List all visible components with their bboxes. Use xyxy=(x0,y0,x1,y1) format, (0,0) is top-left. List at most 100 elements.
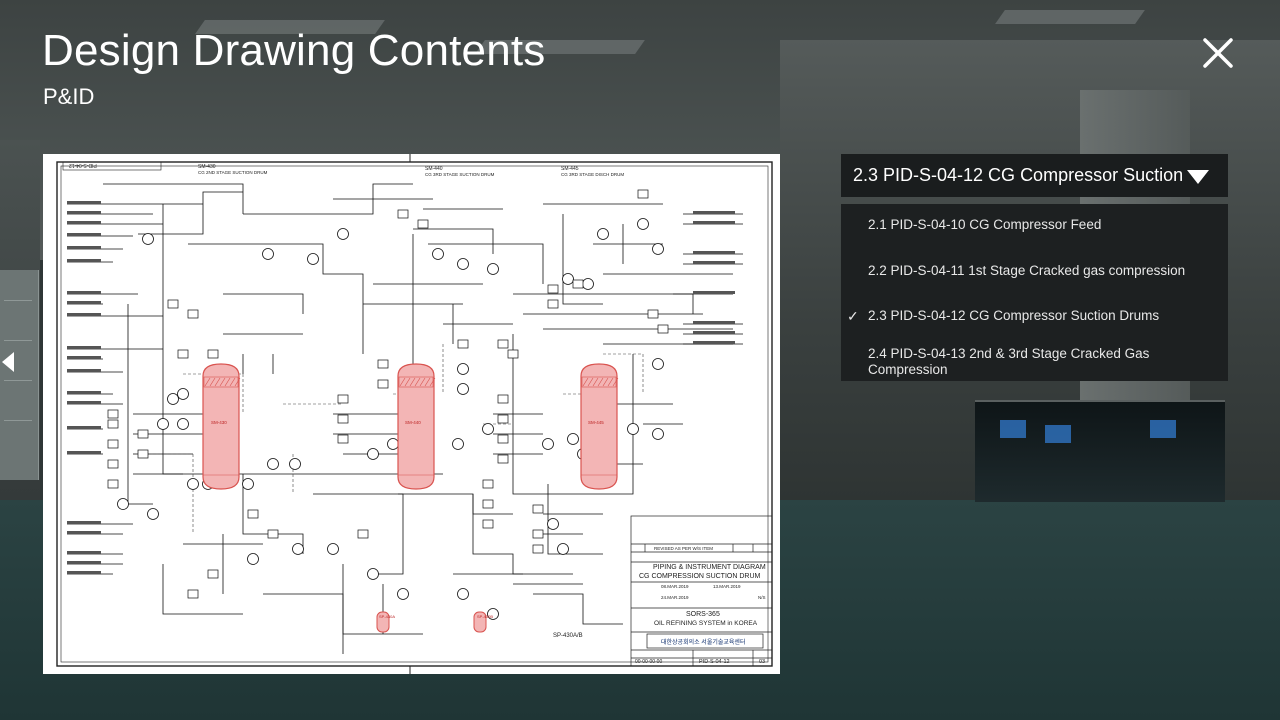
valve-box xyxy=(497,394,509,404)
monitor-glow xyxy=(1045,425,1071,443)
instrument-bubble xyxy=(267,458,279,470)
title-block-zeros: 00-00-00-00 xyxy=(635,659,663,665)
instrument-bubble xyxy=(247,553,259,565)
vessel-label: SM-445 xyxy=(588,420,604,425)
line-tag xyxy=(67,313,101,316)
monitor-glow xyxy=(1000,420,1026,438)
instrument-bubble xyxy=(597,228,609,240)
check-icon: ✓ xyxy=(847,308,859,324)
line-tag xyxy=(67,451,101,454)
valve-box xyxy=(547,284,559,294)
valve-box xyxy=(247,509,259,519)
valve-box xyxy=(482,479,494,489)
drawing-select-dropdown[interactable]: 2.3 PID-S-04-12 CG Compressor Suction xyxy=(841,154,1228,197)
dropdown-option-2-1[interactable]: 2.1 PID-S-04-10 CG Compressor Feed xyxy=(841,204,1228,248)
previous-button[interactable] xyxy=(0,350,14,374)
line-tag xyxy=(67,233,101,236)
title-block-sheet: 03 xyxy=(759,659,766,665)
instrument-bubble xyxy=(452,438,464,450)
valve-box xyxy=(457,339,469,349)
title-block-org: 대한상공회의소 서울기술교육센터 xyxy=(661,640,746,646)
triangle-down-icon xyxy=(1187,170,1209,184)
close-icon xyxy=(1203,38,1233,68)
valve-box xyxy=(647,309,659,319)
monitor-glow xyxy=(1150,420,1176,438)
option-label: 2.4 PID-S-04-13 2nd & 3rd Stage Cracked … xyxy=(868,346,1150,377)
valve-box xyxy=(497,454,509,464)
line-tag xyxy=(67,571,101,574)
line-tag xyxy=(693,321,735,324)
instrument-bubble xyxy=(387,438,399,450)
line-tag xyxy=(67,551,101,554)
vessel-tag: SM-430 xyxy=(198,164,216,170)
valve-box xyxy=(187,589,199,599)
title-block-date3: 13.MAR.2019 xyxy=(713,584,741,589)
instrument-bubble xyxy=(177,418,189,430)
vessel-drum xyxy=(397,363,436,490)
instrument-bubble xyxy=(289,458,301,470)
instrument-bubble xyxy=(652,358,664,370)
valve-box xyxy=(337,414,349,424)
option-label: 2.3 PID-S-04-12 CG Compressor Suction Dr… xyxy=(868,308,1160,323)
instrument-bubble xyxy=(367,448,379,460)
instrument-bubble xyxy=(367,568,379,580)
valve-box xyxy=(207,349,219,359)
line-tag xyxy=(67,356,101,359)
dropdown-option-2-4[interactable]: 2.4 PID-S-04-13 2nd & 3rd Stage Cracked … xyxy=(841,338,1228,381)
valve-box xyxy=(482,499,494,509)
pump xyxy=(473,611,487,633)
pump xyxy=(376,611,390,633)
instrument-bubble xyxy=(652,243,664,255)
valve-box xyxy=(637,189,649,199)
instrument-bubble xyxy=(177,388,189,400)
line-tag xyxy=(67,531,101,534)
valve-box xyxy=(107,439,119,449)
pump-group-label: SP-430A/B xyxy=(553,633,583,639)
vessel-drum xyxy=(202,363,241,490)
vessel-tag: SM-445 xyxy=(561,166,579,172)
title-block-line2: CG COMPRESSION SUCTION DRUM xyxy=(639,573,761,580)
page-subtitle: P&ID xyxy=(43,84,95,109)
dropdown-option-2-2[interactable]: 2.2 PID-S-04-11 1st Stage Cracked gas co… xyxy=(841,248,1228,294)
valve-box xyxy=(507,349,519,359)
line-tag xyxy=(693,331,735,334)
vessel-drum xyxy=(580,363,619,490)
vessel-label: SM-440 xyxy=(405,420,421,425)
instrument-bubble xyxy=(167,393,179,405)
instrument-bubble xyxy=(187,478,199,490)
line-tag xyxy=(693,341,735,344)
valve-box xyxy=(337,394,349,404)
valve-box xyxy=(547,299,559,309)
instrument-bubble xyxy=(157,418,169,430)
vessel-name: CG 3RD STAGE SUCTION DRUM xyxy=(425,172,495,177)
dropdown-option-2-3[interactable]: ✓ 2.3 PID-S-04-12 CG Compressor Suction … xyxy=(841,294,1228,338)
valve-box xyxy=(167,299,179,309)
instrument-bubble xyxy=(487,608,499,620)
line-tag xyxy=(67,291,101,294)
selected-drawing-label: 2.3 PID-S-04-12 CG Compressor Suction xyxy=(853,165,1184,185)
title-block-system: OIL REFINING SYSTEM in KOREA xyxy=(654,620,758,627)
line-tag xyxy=(67,221,101,224)
instrument-bubble xyxy=(562,273,574,285)
vessel-name: CG 2ND STAGE SUCTION DRUM xyxy=(198,170,268,175)
line-tag xyxy=(67,401,101,404)
instrument-bubble xyxy=(487,263,499,275)
title-block-line1: PIPING & INSTRUMENT DIAGRAM xyxy=(653,564,766,571)
valve-box xyxy=(267,529,279,539)
instrument-bubble xyxy=(117,498,129,510)
pump-label: SP-430A xyxy=(379,614,396,619)
instrument-bubble xyxy=(547,518,559,530)
instrument-bubble xyxy=(457,363,469,375)
valve-box xyxy=(107,409,119,419)
instrument-bubble xyxy=(637,218,649,230)
instrument-bubble xyxy=(147,508,159,520)
instrument-bubble xyxy=(557,543,569,555)
valve-box xyxy=(497,434,509,444)
line-tag xyxy=(67,211,101,214)
instrument-bubble xyxy=(432,248,444,260)
vessel-tag: SM-440 xyxy=(425,166,443,172)
pid-diagram xyxy=(56,154,773,674)
close-button[interactable] xyxy=(1195,30,1241,76)
vessel-name: CG 3RD STAGE DISCH DRUM xyxy=(561,172,625,177)
line-tag xyxy=(67,426,101,429)
